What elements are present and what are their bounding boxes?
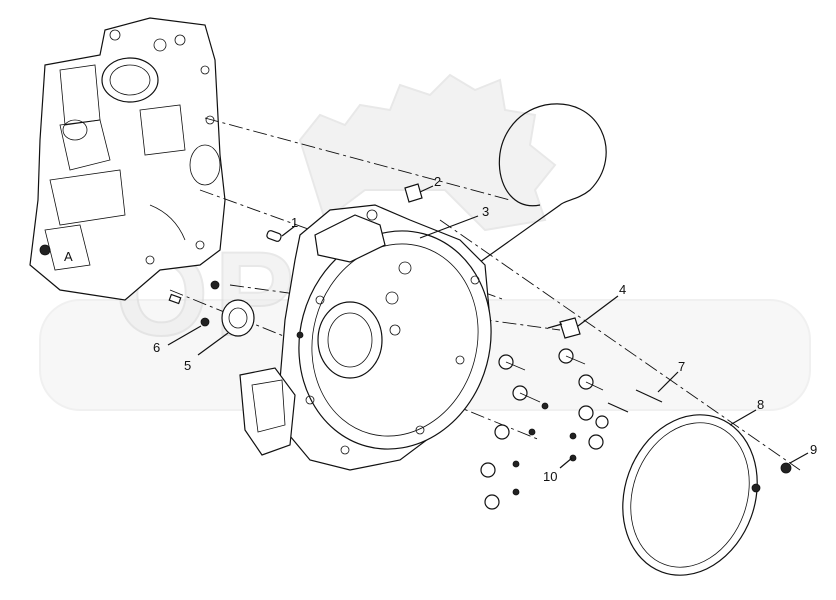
part-1-dowel-pin <box>266 225 296 242</box>
engine-block-label: A <box>64 249 73 264</box>
part-9-nut <box>751 452 809 493</box>
part-6-screw <box>167 280 220 346</box>
callout-3: 3 <box>482 204 489 219</box>
part-4-bolt <box>547 295 619 339</box>
callout-7: 7 <box>678 359 685 374</box>
callout-8: 8 <box>757 397 764 412</box>
part-5-cover <box>197 299 255 356</box>
callout-1: 1 <box>291 215 298 230</box>
callout-5: 5 <box>184 358 191 373</box>
engine-block: A <box>29 17 226 301</box>
callout-4: 4 <box>619 282 626 297</box>
flywheel-housing <box>239 204 492 471</box>
callouts: 1 2 3 4 5 6 7 8 9 10 <box>153 174 817 484</box>
bolt-cluster <box>480 348 609 510</box>
detail-callout-circle <box>479 103 607 263</box>
part-2-plug <box>404 183 434 203</box>
callout-6: 6 <box>153 340 160 355</box>
callout-9: 9 <box>810 442 817 457</box>
callout-2: 2 <box>434 174 441 189</box>
callout-10: 10 <box>543 469 557 484</box>
part-7-stud <box>607 371 679 413</box>
part-8-gasket <box>622 409 758 576</box>
part-3-leader <box>419 215 479 239</box>
part-10-leader <box>559 457 573 469</box>
